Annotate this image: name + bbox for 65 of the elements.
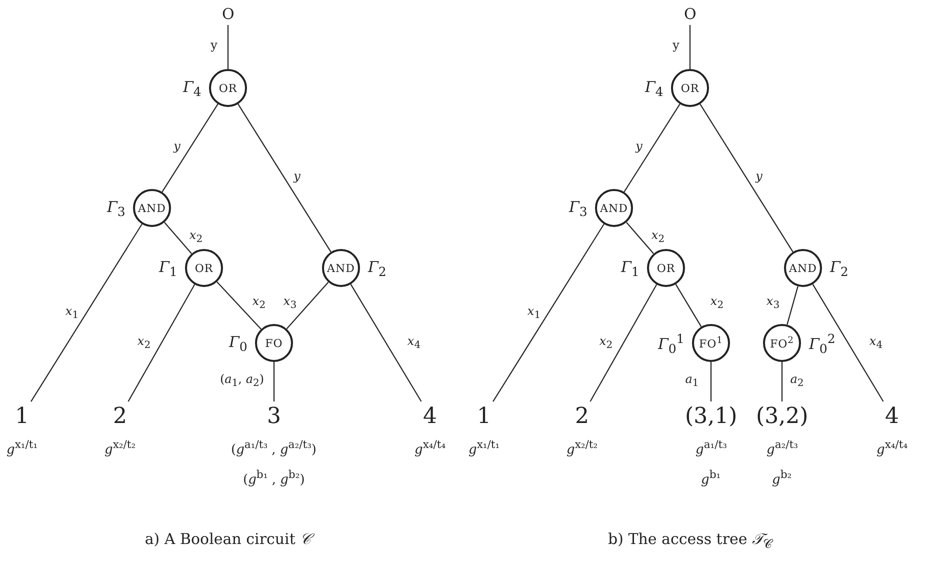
leaf-label: (3,1) xyxy=(685,404,738,428)
gate-name: Γ$_{1}$ xyxy=(159,258,178,278)
tree-edge xyxy=(590,284,658,402)
tree-edge xyxy=(786,286,798,325)
share-formula: g$^{a₂/t₃}$ xyxy=(766,438,798,458)
share-formula: g$^{x₂/t₂}$ xyxy=(104,438,136,458)
tree-edge xyxy=(700,104,794,252)
share-formula: g$^{x₂/t₂}$ xyxy=(566,438,598,458)
tree-edge xyxy=(273,362,275,402)
tree-edge xyxy=(624,104,680,192)
leaf-label: 4 xyxy=(423,404,437,428)
leaf-label: 3 xyxy=(267,404,281,428)
gate-circle: OR xyxy=(185,249,223,287)
tree-edge xyxy=(30,224,142,402)
tree-edge xyxy=(812,284,884,402)
share-formula: g$^{b₂}$ xyxy=(772,468,792,488)
tree-edge xyxy=(626,222,654,254)
gate-name: Γ$_{2}$ xyxy=(368,258,386,278)
gate-name: Γ$_{4}$ xyxy=(645,78,664,98)
leaf-label: (3,2) xyxy=(756,404,808,428)
gate-circle: OR xyxy=(647,249,685,287)
share-formula: g$^{b₁}$ xyxy=(701,468,721,488)
leaf-label: 2 xyxy=(113,404,127,428)
tree-edge xyxy=(164,222,192,254)
share-formula: g$^{x₄/t₄}$ xyxy=(414,438,446,458)
leaf-label: 4 xyxy=(885,404,899,428)
gate-name: Γ$_{3}$ xyxy=(107,198,126,218)
gate-name: Γ$_{4}$ xyxy=(183,78,202,98)
tree-edge xyxy=(350,284,422,402)
tree-edge xyxy=(781,362,783,402)
share-formula: (g$^{b₁}$ , g$^{b₂}$) xyxy=(243,468,305,488)
gate-circle: FO$^{2}$ xyxy=(763,324,801,362)
tree-edge xyxy=(689,25,691,69)
subfigure-caption: b) The access tree 𝒯$_{𝒞}$ xyxy=(608,530,772,552)
gate-circle: FO xyxy=(255,324,293,362)
output-label: O xyxy=(684,5,696,23)
gate-name: Γ$_{2}$ xyxy=(830,258,848,278)
tree-edge xyxy=(675,284,702,327)
tree-edge xyxy=(128,284,196,402)
output-label: O xyxy=(222,5,234,23)
gate-circle: OR xyxy=(671,69,709,107)
gate-circle: AND xyxy=(595,189,633,227)
tree-edge xyxy=(227,25,229,69)
tree-edge xyxy=(162,104,218,192)
leaf-label: 2 xyxy=(575,404,589,428)
tree-edge xyxy=(216,282,262,330)
gate-name: Γ$_{0}$ xyxy=(229,332,248,354)
gate-circle: AND xyxy=(784,249,822,287)
share-formula: g$^{a₁/t₃}$ xyxy=(696,438,727,458)
leaf-label: 1 xyxy=(477,404,491,428)
tree-edge xyxy=(492,224,604,402)
gate-name: Γ$_{1}$ xyxy=(621,258,640,278)
tree-edge xyxy=(238,104,332,252)
gate-circle: AND xyxy=(133,189,171,227)
share-formula: g$^{x₁/t₁}$ xyxy=(6,438,38,458)
share-formula: g$^{x₁/t₁}$ xyxy=(468,438,500,458)
gate-circle: AND xyxy=(322,249,360,287)
leaf-label: 1 xyxy=(15,404,29,428)
share-formula: g$^{x₄/t₄}$ xyxy=(876,438,908,458)
gate-name: Γ$_{3}$ xyxy=(569,198,588,218)
gate-circle: FO$^{1}$ xyxy=(692,324,730,362)
gate-circle: OR xyxy=(209,69,247,107)
share-formula: (g$^{a₁/t₃}$ , g$^{a₂/t₃}$) xyxy=(231,438,316,458)
tree-edge xyxy=(710,362,712,402)
tree-edge xyxy=(286,282,329,330)
